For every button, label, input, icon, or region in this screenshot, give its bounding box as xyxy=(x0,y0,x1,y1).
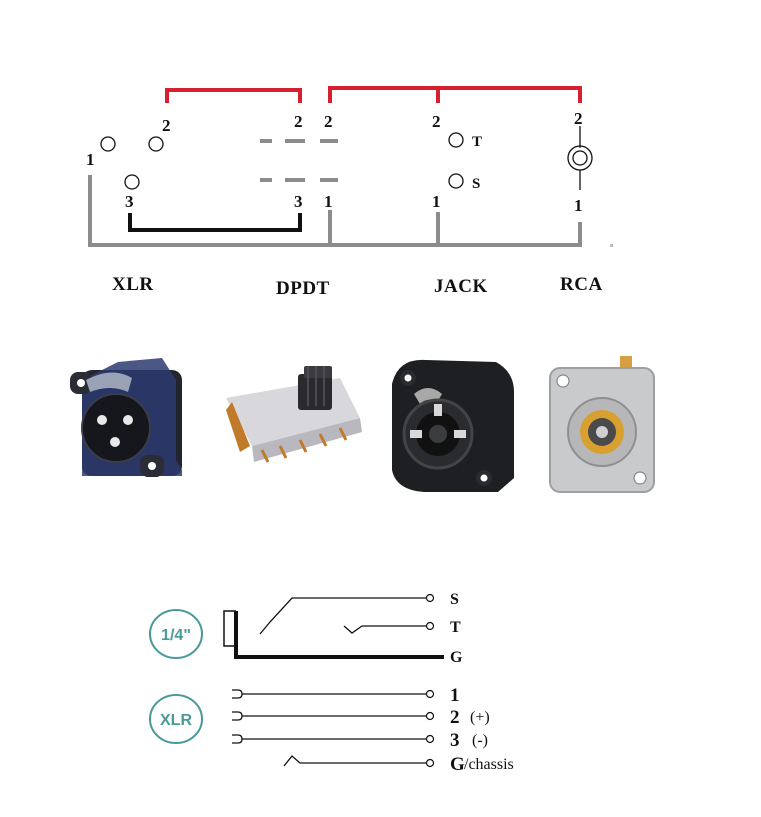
legend-jack-s: S xyxy=(450,591,459,608)
xlr-pin-1-label: 1 xyxy=(86,150,95,169)
rca-caption: RCA xyxy=(560,274,603,295)
stray-dot xyxy=(610,244,613,247)
xlr-pin-2-label: 2 xyxy=(162,116,171,135)
legend-xlr-g: G xyxy=(450,754,465,775)
jack-body-outline xyxy=(223,610,236,647)
legend-xlr-3: 3 xyxy=(450,730,460,751)
xlr-badge xyxy=(149,694,203,744)
jack-sleeve-circle xyxy=(448,173,464,189)
quarter-inch-badge xyxy=(149,609,203,659)
xlr-pin-3-label: 3 xyxy=(125,192,134,211)
legend-xlr-2: 2 xyxy=(450,707,460,728)
rca-connector-image xyxy=(549,356,655,493)
xlr-terminal-1 xyxy=(425,689,435,699)
xlr-pin-2-circle xyxy=(148,136,164,152)
legend-xlr-g-note: /chassis xyxy=(464,756,514,773)
hot-wire-xlr-dpdt xyxy=(165,88,302,103)
legend-xlr-2-note: (+) xyxy=(470,709,490,726)
dpdt-left-top-label: 2 xyxy=(294,112,303,131)
dpdt-left-bottom-label: 3 xyxy=(294,192,303,211)
jack-ground-wire xyxy=(234,611,444,659)
xlr-terminal-g xyxy=(425,758,435,768)
dpdt-switch-contacts xyxy=(260,139,338,182)
hot-wire-dpdt-jack-rca xyxy=(328,86,582,103)
ground-bus xyxy=(88,175,582,247)
jack-tip-wire xyxy=(343,625,426,634)
legend-jack-t: T xyxy=(450,619,461,636)
jack-sleeve-wire xyxy=(259,597,426,635)
jack-pin-top-label: 2 xyxy=(432,112,441,131)
xlr-legend-wires xyxy=(232,689,426,767)
jack-sleeve-label: S xyxy=(472,176,480,192)
xlr-connector-image xyxy=(70,358,182,477)
jack-tip-circle xyxy=(448,132,464,148)
jack-caption: JACK xyxy=(434,276,488,297)
jack-tip-terminal xyxy=(425,621,435,631)
xlr-terminal-3 xyxy=(425,734,435,744)
dpdt-right-bottom-label: 1 xyxy=(324,192,333,211)
rca-pin-top-label: 2 xyxy=(574,109,583,128)
rca-symbol xyxy=(567,126,593,190)
legend-jack-g: G xyxy=(450,649,463,666)
xlr-terminal-2 xyxy=(425,711,435,721)
xlr-pin-1-circle xyxy=(100,136,116,152)
xlr-badge-text: XLR xyxy=(160,712,192,729)
legend-xlr-3-note: (-) xyxy=(472,732,488,749)
link-wire-xlr3-dpdt3 xyxy=(128,213,302,232)
xlr-pin-3-circle xyxy=(124,174,140,190)
jack-sleeve-terminal xyxy=(425,593,435,603)
quarter-inch-badge-text: 1/4" xyxy=(161,627,191,644)
combo-jack-image xyxy=(392,359,514,492)
jack-tip-label: T xyxy=(472,134,482,150)
jack-pin-bottom-label: 1 xyxy=(432,192,441,211)
dpdt-caption: DPDT xyxy=(276,278,330,299)
dpdt-right-top-label: 2 xyxy=(324,112,333,131)
xlr-caption: XLR xyxy=(112,274,154,295)
legend-xlr-1: 1 xyxy=(450,685,460,706)
dpdt-switch-image xyxy=(226,366,362,463)
rca-pin-bottom-label: 1 xyxy=(574,196,583,215)
